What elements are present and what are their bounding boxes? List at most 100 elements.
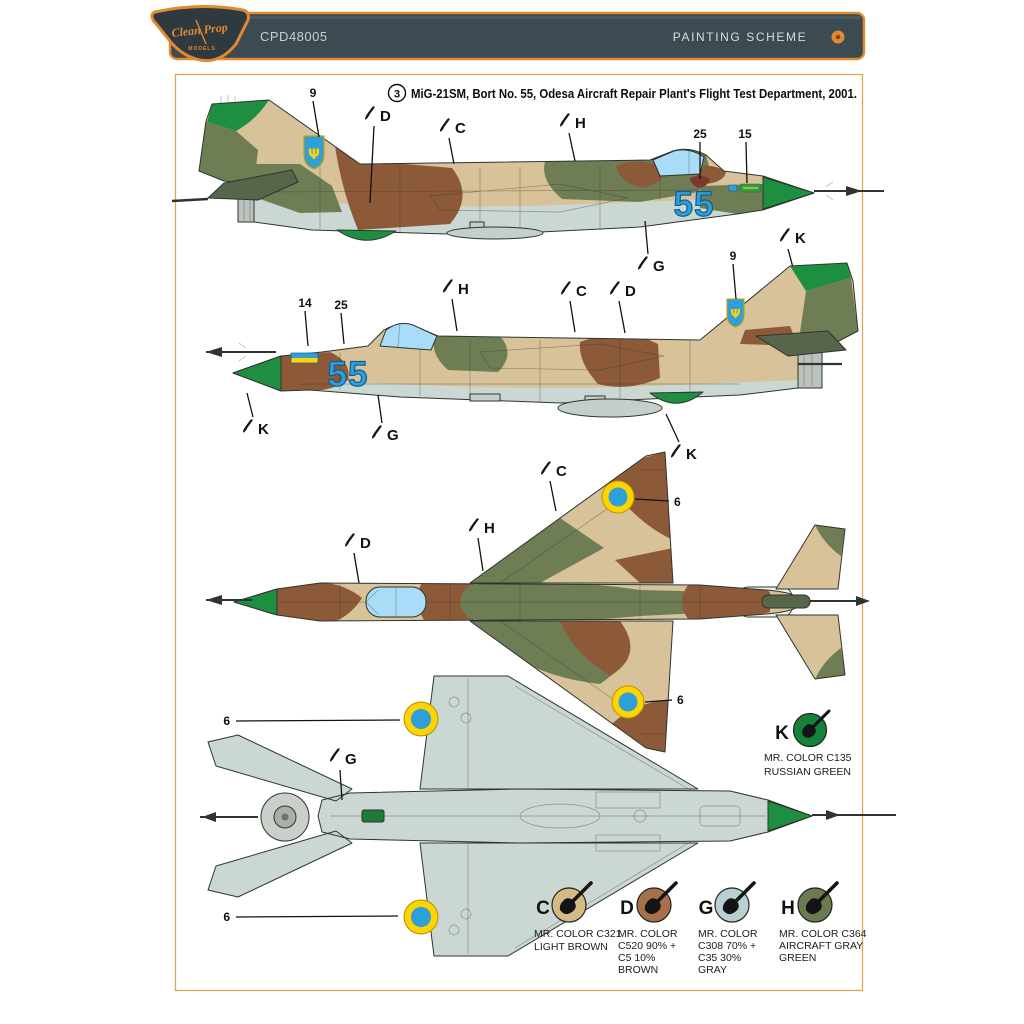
arrow-icon bbox=[826, 810, 840, 820]
callout-g: G bbox=[637, 220, 665, 275]
ventral-green-patch bbox=[649, 391, 704, 404]
svg-text:25: 25 bbox=[693, 127, 707, 141]
canopy bbox=[652, 149, 705, 177]
callout-c: C bbox=[560, 281, 587, 333]
swatch-letter: K bbox=[775, 723, 789, 744]
tailplane bbox=[207, 169, 299, 201]
brush-icon bbox=[329, 748, 340, 762]
svg-text:H: H bbox=[575, 115, 586, 132]
nose-cone bbox=[762, 176, 815, 210]
roundel-lower-wing bbox=[403, 899, 439, 935]
paint-swatch-d: D MR. COLOR C520 90% + C5 10% BROWN bbox=[618, 881, 678, 976]
green-panel bbox=[361, 809, 385, 823]
brush-icon bbox=[670, 444, 681, 458]
callout-c: C bbox=[439, 118, 466, 165]
callouts-view2: 14 25 H C D 9 K G K bbox=[242, 249, 737, 463]
swatch-text: MR. COLOR C135 bbox=[764, 752, 852, 764]
trident-glyph: Ψ bbox=[308, 147, 320, 163]
swatch-text: C308 70% + bbox=[698, 940, 756, 952]
svg-text:H: H bbox=[484, 520, 495, 537]
svg-text:6: 6 bbox=[223, 714, 230, 728]
callout-15: 15 bbox=[738, 127, 752, 184]
brush-icon bbox=[364, 106, 375, 120]
brush-icon bbox=[468, 518, 479, 532]
brush-icon bbox=[560, 281, 571, 295]
bort-number: 55 bbox=[328, 355, 369, 394]
nose-cone bbox=[232, 355, 282, 392]
nose-cone bbox=[767, 800, 813, 832]
tail-boom bbox=[810, 596, 870, 606]
swatch-letter: G bbox=[699, 898, 714, 919]
swatch-text: AIRCRAFT GRAY bbox=[779, 940, 863, 952]
svg-text:6: 6 bbox=[677, 693, 684, 707]
roundel-upper-wing bbox=[403, 701, 439, 737]
swatch-text: GREEN bbox=[779, 952, 816, 964]
callout-6-left: 6 bbox=[644, 693, 684, 707]
svg-text:6: 6 bbox=[674, 495, 681, 509]
brand-logo: Clean Prop MODELS bbox=[150, 4, 250, 63]
logo-subtext: MODELS bbox=[188, 46, 215, 52]
pitot-boom bbox=[206, 595, 252, 605]
svg-text:D: D bbox=[625, 283, 636, 300]
fin-antennas bbox=[220, 95, 236, 103]
brush-icon bbox=[559, 113, 570, 127]
swatch-text: MR. COLOR bbox=[698, 928, 758, 940]
brush-icon bbox=[637, 256, 648, 270]
trident-glyph: Ψ bbox=[730, 307, 740, 321]
callout-k-nose: K bbox=[242, 392, 269, 438]
swatch-text: C5 10% bbox=[618, 952, 655, 964]
paint-swatch-k: K MR. COLOR C135 RUSSIAN GREEN bbox=[764, 709, 852, 778]
callout-h: H bbox=[442, 279, 469, 332]
swatch-text: MR. COLOR C364 bbox=[779, 928, 867, 940]
arrow-icon bbox=[856, 596, 870, 606]
paint-swatch-h: H MR. COLOR C364 AIRCRAFT GRAY GREEN bbox=[779, 881, 867, 964]
paint-swatch-c: C MR. COLOR C321 LIGHT BROWN bbox=[534, 881, 622, 953]
flag-decal bbox=[290, 352, 319, 364]
callout-6-upper: 6 bbox=[223, 714, 401, 728]
ventral-green-patch bbox=[336, 229, 397, 241]
callout-d: D bbox=[609, 281, 636, 334]
pitot-boom bbox=[812, 810, 896, 820]
callout-14: 14 bbox=[298, 296, 312, 347]
header-dot-center bbox=[835, 34, 841, 40]
svg-text:K: K bbox=[795, 230, 806, 247]
svg-text:9: 9 bbox=[310, 86, 317, 100]
paint-swatch-g: G MR. COLOR C308 70% + C35 30% GRAY bbox=[698, 881, 758, 976]
brush-icon bbox=[344, 533, 355, 547]
svg-text:14: 14 bbox=[298, 296, 312, 310]
scheme-title-text: MiG-21SM, Bort No. 55, Odesa Aircraft Re… bbox=[411, 87, 857, 101]
upper-tailplane bbox=[208, 735, 352, 801]
svg-text:D: D bbox=[360, 535, 371, 552]
view-top-plan: C H D 6 6 bbox=[206, 451, 870, 753]
canopy bbox=[379, 322, 438, 351]
tailplane bbox=[755, 330, 847, 357]
callouts-view3: C H D 6 6 bbox=[344, 461, 684, 707]
trident-decal: Ψ bbox=[303, 135, 325, 170]
brush-icon bbox=[779, 228, 790, 242]
callout-d: D bbox=[344, 533, 371, 584]
swatch-letter: H bbox=[781, 898, 795, 919]
callout-6-lower: 6 bbox=[223, 910, 399, 924]
arrow-icon bbox=[846, 186, 862, 196]
nose-stencil-decals bbox=[728, 183, 762, 193]
svg-text:G: G bbox=[345, 751, 357, 768]
arrow-icon bbox=[202, 812, 216, 822]
brush-icon bbox=[442, 279, 453, 293]
callout-25: 25 bbox=[334, 298, 348, 345]
svg-text:15: 15 bbox=[738, 127, 752, 141]
canopy bbox=[365, 586, 427, 618]
swatch-letter: C bbox=[536, 898, 550, 919]
swatch-text: MR. COLOR bbox=[618, 928, 678, 940]
svg-text:G: G bbox=[653, 258, 665, 275]
callout-d: D bbox=[364, 106, 391, 204]
view-bottom-plan: 6 6 G bbox=[200, 675, 896, 957]
brush-icon bbox=[439, 118, 450, 132]
callout-9: 9 bbox=[310, 86, 320, 138]
brush-icon bbox=[371, 425, 382, 439]
camouflage bbox=[277, 452, 845, 752]
swatch-text: MR. COLOR C321 bbox=[534, 928, 622, 940]
callout-h: H bbox=[468, 518, 495, 572]
callout-g: G bbox=[329, 748, 357, 801]
